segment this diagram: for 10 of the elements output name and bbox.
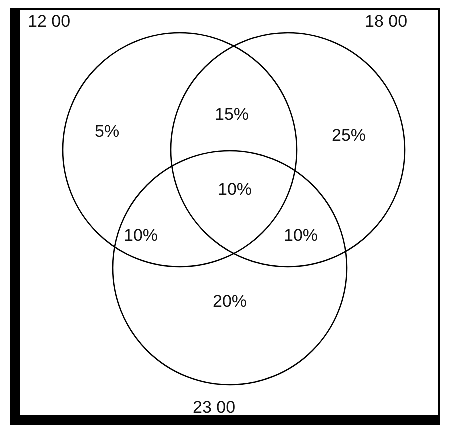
region-percentage: 25% [332, 126, 366, 146]
region-percentage: 5% [95, 122, 120, 142]
region-percentage: 10% [124, 226, 158, 246]
set-label: 23 00 [193, 398, 236, 418]
set-label: 18 00 [365, 12, 408, 32]
region-percentage: 10% [284, 226, 318, 246]
region-percentage: 10% [218, 180, 252, 200]
region-percentage: 20% [213, 292, 248, 312]
region-percentage: 15% [215, 105, 250, 125]
set-label: 12 00 [28, 12, 71, 32]
